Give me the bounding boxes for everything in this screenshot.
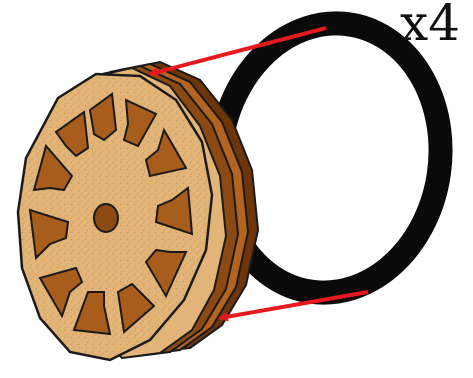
- wheel-hub-hole: [94, 204, 118, 232]
- pulley-wheel: [18, 62, 258, 360]
- quantity-label: x4: [400, 0, 460, 52]
